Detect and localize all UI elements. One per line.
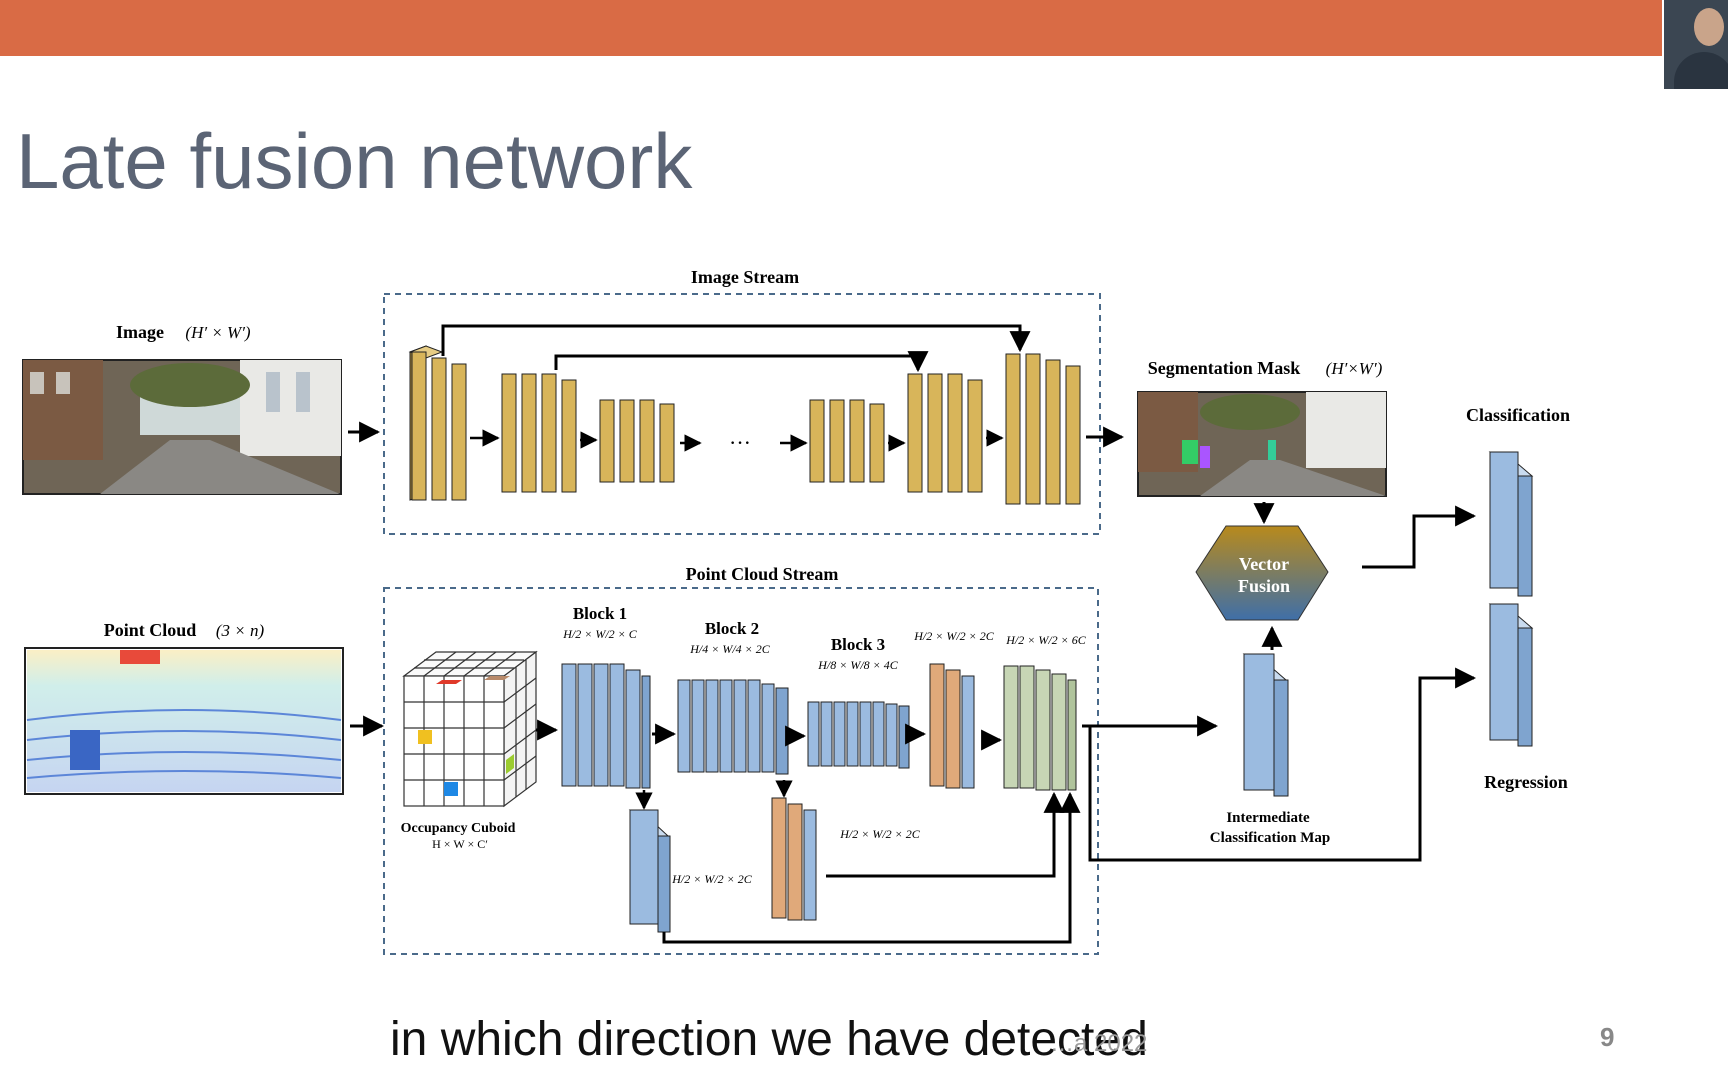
slide-footer: …a 2022 [1050,1030,1148,1057]
block2-label: Block 2 [705,619,759,638]
occupancy-line2: H × W × C′ [432,837,488,851]
block3-label: Block 3 [831,635,885,654]
image-encoder-stage-2 [501,373,577,493]
point-cloud-label: Point Cloud [104,620,197,640]
concat-dims: H/2 × W/2 × 6C [1005,633,1087,647]
segmentation-dims: (H′×W′) [1326,359,1383,378]
intermediate-line1: Intermediate [1226,810,1310,826]
pc-upsample-block3 [929,663,975,789]
segmentation-label: Segmentation Mask [1148,358,1301,378]
vector-fusion-line1: Vector [1239,554,1289,574]
skip-block1-to-concat [662,791,1081,944]
image-input-label: Image [116,322,164,342]
occupancy-line1: Occupancy Cuboid [401,821,516,836]
skip-block2-to-concat [826,791,1065,878]
presenter-shoulder [1674,52,1728,89]
point-cloud-image [24,647,344,795]
subtitle-caption: in which direction we have detected [390,1013,1148,1066]
arrow-concat-to-regression [1082,667,1477,862]
skip-dims-b: H/2 × W/2 × 2C [839,827,921,841]
input-street-image [22,359,342,495]
point-cloud-stream-box [383,587,1099,955]
block2-dims: H/4 × W/4 × 2C [689,642,771,656]
regression-label: Regression [1484,772,1568,792]
regression-head [1488,603,1534,747]
image-encoder-stage-3 [599,399,675,483]
block3-dims: H/8 × W/8 × 4C [817,658,899,672]
ellipsis: ··· [729,430,751,455]
page-number: 9 [1600,1022,1615,1052]
presenter-face [1694,8,1724,46]
block1-label: Block 1 [573,604,627,623]
presenter-webcam [1664,0,1728,89]
point-cloud-stream-label: Point Cloud Stream [686,564,839,584]
segmentation-mask-image [1137,391,1387,497]
vector-fusion-line2: Fusion [1238,576,1290,596]
pc-block-3 [807,701,910,769]
intermediate-line2: Classification Map [1210,830,1330,846]
classification-label: Classification [1466,405,1570,425]
image-decoder-stage-1 [809,399,885,483]
image-stream-box [383,293,1101,535]
intermediate-classification-map [1242,653,1289,797]
up-dims: H/2 × W/2 × 2C [913,629,995,643]
block1-dims: H/2 × W/2 × C [562,627,638,641]
point-cloud-dims: (3 × n) [216,621,265,640]
arrow-fusion-to-classification [1362,505,1477,569]
classification-head [1488,451,1534,597]
image-skip-long [441,324,1031,356]
pc-block-2 [677,679,789,775]
image-stream-label: Image Stream [691,267,799,287]
vector-fusion-node [1195,525,1329,621]
image-encoder-stage-1 [408,345,467,501]
pc-skip-block1 [628,809,671,933]
image-input-dims: (H′ × W′) [185,323,251,342]
pc-skip-block2 [771,797,817,921]
image-skip-short [554,351,929,373]
image-decoder-stage-2 [907,373,983,493]
skip-dims-a: H/2 × W/2 × 2C [671,872,753,886]
occupancy-cuboid [402,650,538,808]
late-fusion-diagram: Image Stream Point Cloud Stream Image (H… [22,267,1570,955]
image-decoder-stage-3 [1005,353,1081,505]
slide-title: Late fusion network [16,117,693,205]
pc-block-1 [561,663,651,789]
pc-concat-block [1003,665,1077,791]
top-accent-bar [0,0,1662,56]
